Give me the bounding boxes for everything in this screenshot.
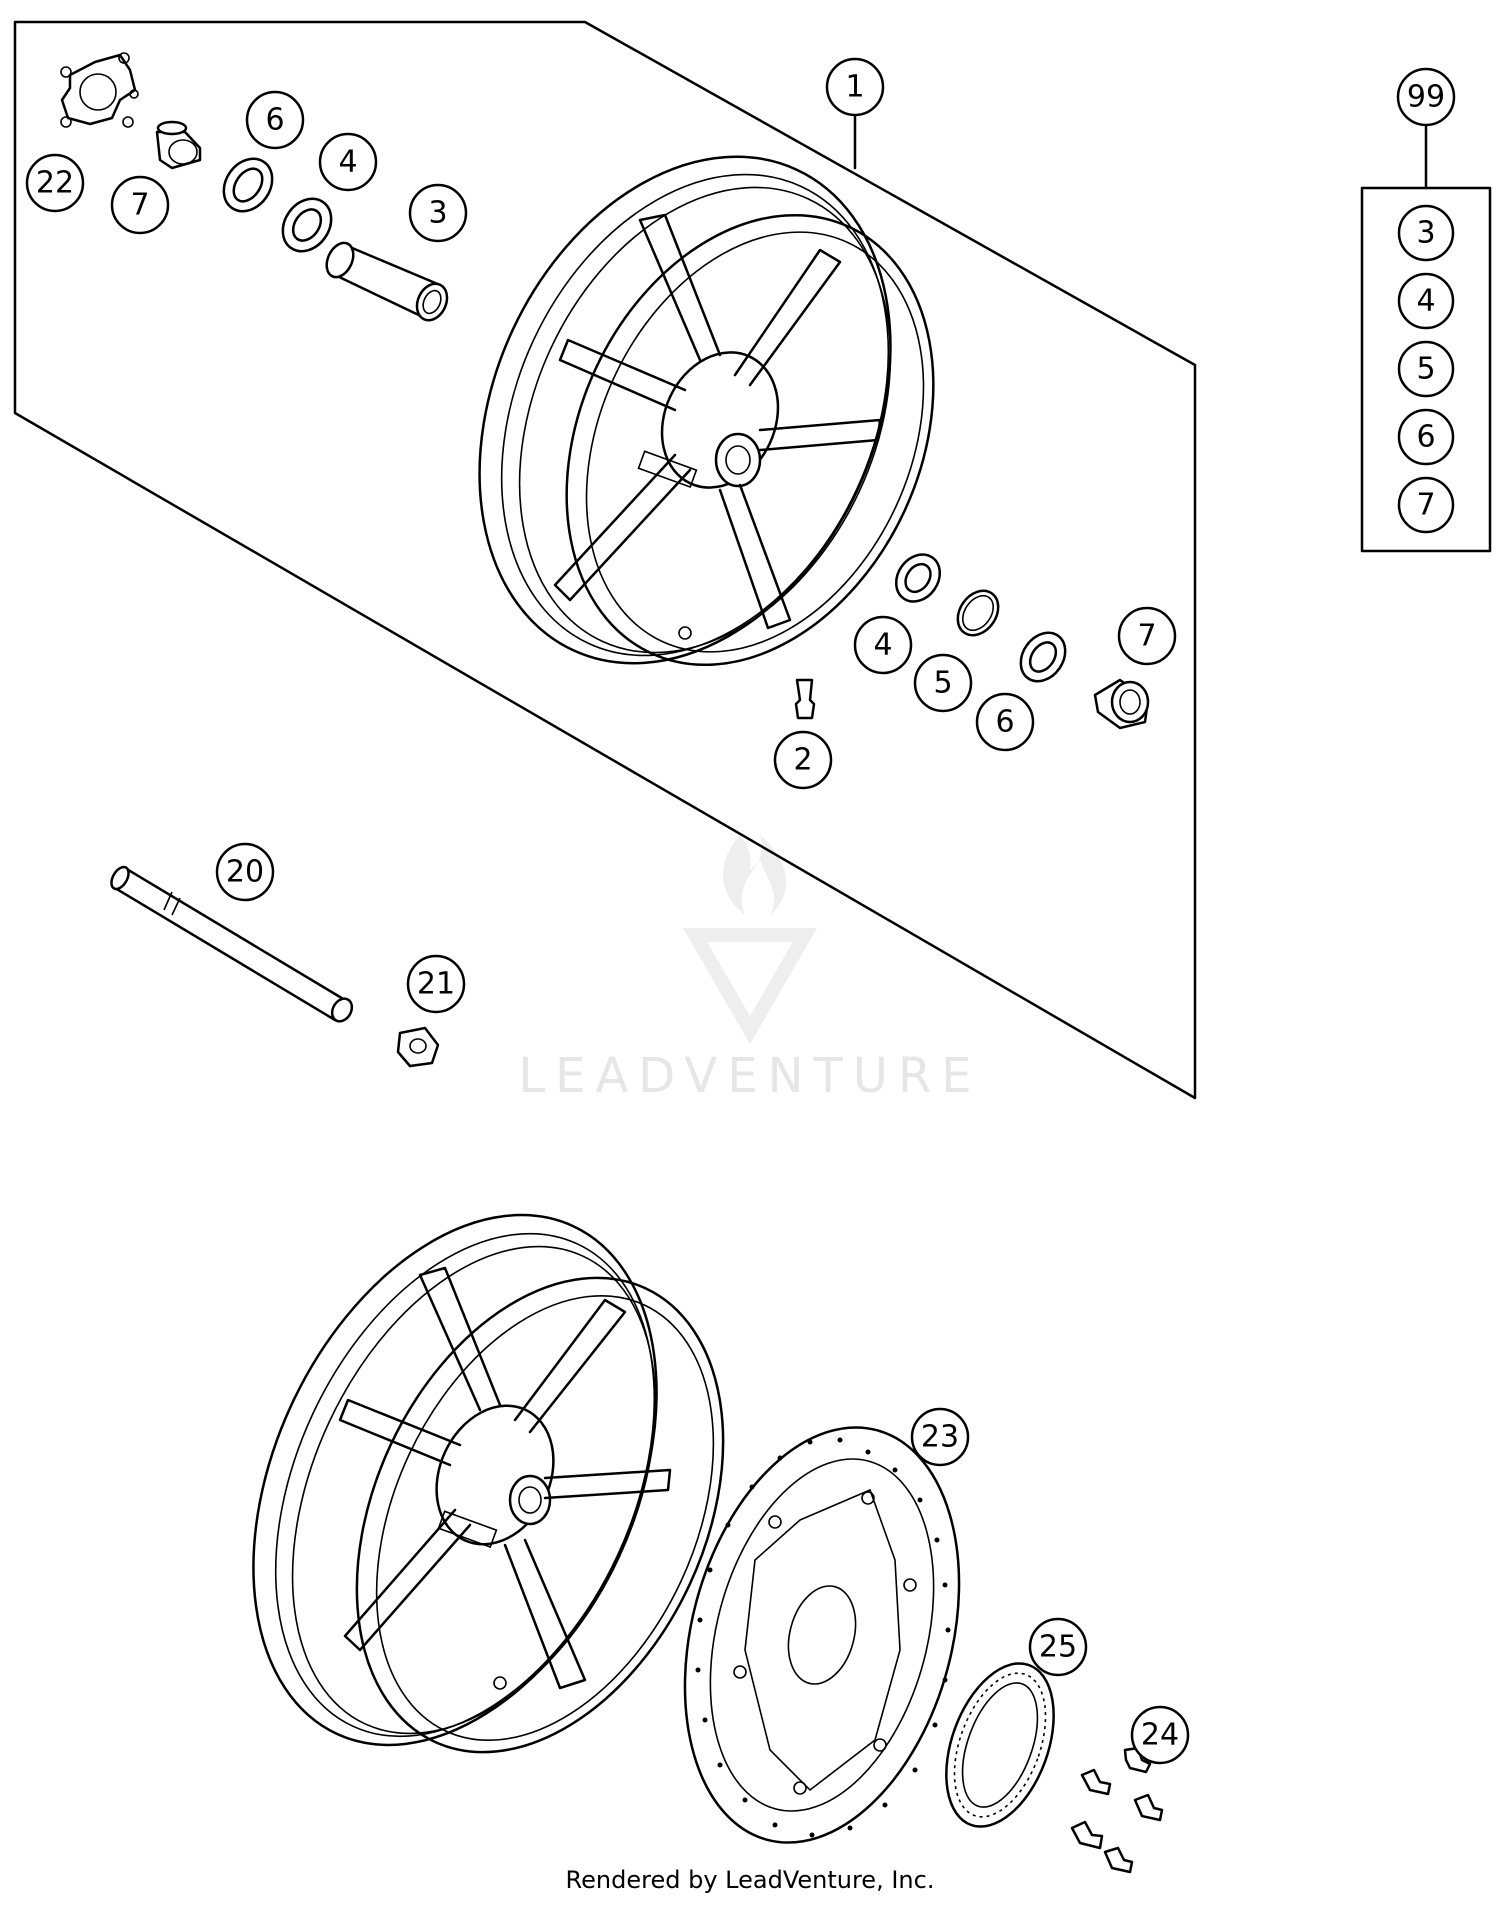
svg-text:7: 7 <box>1137 619 1156 654</box>
shaft-seal-6-upper <box>222 157 274 213</box>
callout-23[interactable]: 23 <box>910 1407 970 1467</box>
svg-text:99: 99 <box>1407 80 1445 115</box>
svg-text:3: 3 <box>1416 216 1435 251</box>
callout-3[interactable]: 3 <box>408 183 468 243</box>
spacer-7-lower <box>1093 678 1150 730</box>
callout-25[interactable]: 25 <box>1028 1617 1088 1677</box>
shaft-seal-6-lower <box>1019 631 1067 683</box>
svg-text:4: 4 <box>1416 284 1435 319</box>
kit-item-3[interactable]: 3 <box>1397 204 1455 262</box>
svg-text:7: 7 <box>130 188 149 223</box>
bearing-4-lower <box>894 553 942 603</box>
callout-5[interactable]: 5 <box>913 653 973 713</box>
footer-credit: Rendered by LeadVenture, Inc. <box>565 1866 935 1894</box>
svg-text:21: 21 <box>417 967 455 1002</box>
assembly-box <box>13 20 1197 1100</box>
circlip-5 <box>956 589 1000 637</box>
callout-22[interactable]: 22 <box>25 153 85 213</box>
callout-6-upper[interactable]: 6 <box>245 90 305 150</box>
svg-text:4: 4 <box>338 145 357 180</box>
callout-99[interactable]: 99 <box>1396 67 1456 127</box>
svg-text:5: 5 <box>933 666 952 701</box>
svg-text:24: 24 <box>1141 1718 1179 1753</box>
sensor-bracket-22 <box>60 52 139 128</box>
callout-24[interactable]: 24 <box>1130 1705 1190 1765</box>
callout-2[interactable]: 2 <box>773 730 833 790</box>
watermark-logo: LEADVENTURE <box>518 835 981 1104</box>
svg-text:22: 22 <box>36 166 74 201</box>
svg-text:25: 25 <box>1039 1630 1077 1665</box>
svg-text:7: 7 <box>1416 488 1435 523</box>
screws-24 <box>1070 1746 1164 1874</box>
callout-7-upper[interactable]: 7 <box>110 175 170 235</box>
callout-7-lower[interactable]: 7 <box>1117 606 1177 666</box>
svg-text:3: 3 <box>428 196 447 231</box>
callout-1[interactable]: 1 <box>825 57 885 117</box>
svg-text:4: 4 <box>873 628 892 663</box>
svg-text:20: 20 <box>226 855 264 890</box>
callout-6-lower[interactable]: 6 <box>975 692 1035 752</box>
svg-text:6: 6 <box>1416 420 1435 455</box>
spacer-7-upper <box>155 120 202 170</box>
svg-text:23: 23 <box>921 1420 959 1455</box>
kit-item-5[interactable]: 5 <box>1397 340 1455 398</box>
svg-text:6: 6 <box>995 705 1014 740</box>
abs-ring-25 <box>945 1662 1055 1828</box>
svg-text:6: 6 <box>265 103 284 138</box>
callout-20[interactable]: 20 <box>215 842 275 902</box>
svg-text:2: 2 <box>793 743 812 778</box>
kit-item-6[interactable]: 6 <box>1397 408 1455 466</box>
kit-item-7[interactable]: 7 <box>1397 476 1455 534</box>
callout-4-upper[interactable]: 4 <box>318 132 378 192</box>
callout-4-lower[interactable]: 4 <box>853 615 913 675</box>
distance-sleeve-3 <box>325 241 449 322</box>
wheel-assembled <box>252 1213 725 1754</box>
svg-text:1: 1 <box>845 70 864 105</box>
watermark-text: LEADVENTURE <box>518 1048 981 1104</box>
kit-item-4[interactable]: 4 <box>1397 272 1455 330</box>
valve-2 <box>794 678 816 720</box>
brake-disc-23 <box>683 1426 961 1844</box>
wheel-1 <box>478 155 935 667</box>
wheel-spindle-20 <box>110 865 354 1023</box>
callout-21[interactable]: 21 <box>406 954 466 1014</box>
bearing-4-upper <box>281 197 333 253</box>
svg-text:5: 5 <box>1416 352 1435 387</box>
nut-21 <box>396 1026 440 1068</box>
